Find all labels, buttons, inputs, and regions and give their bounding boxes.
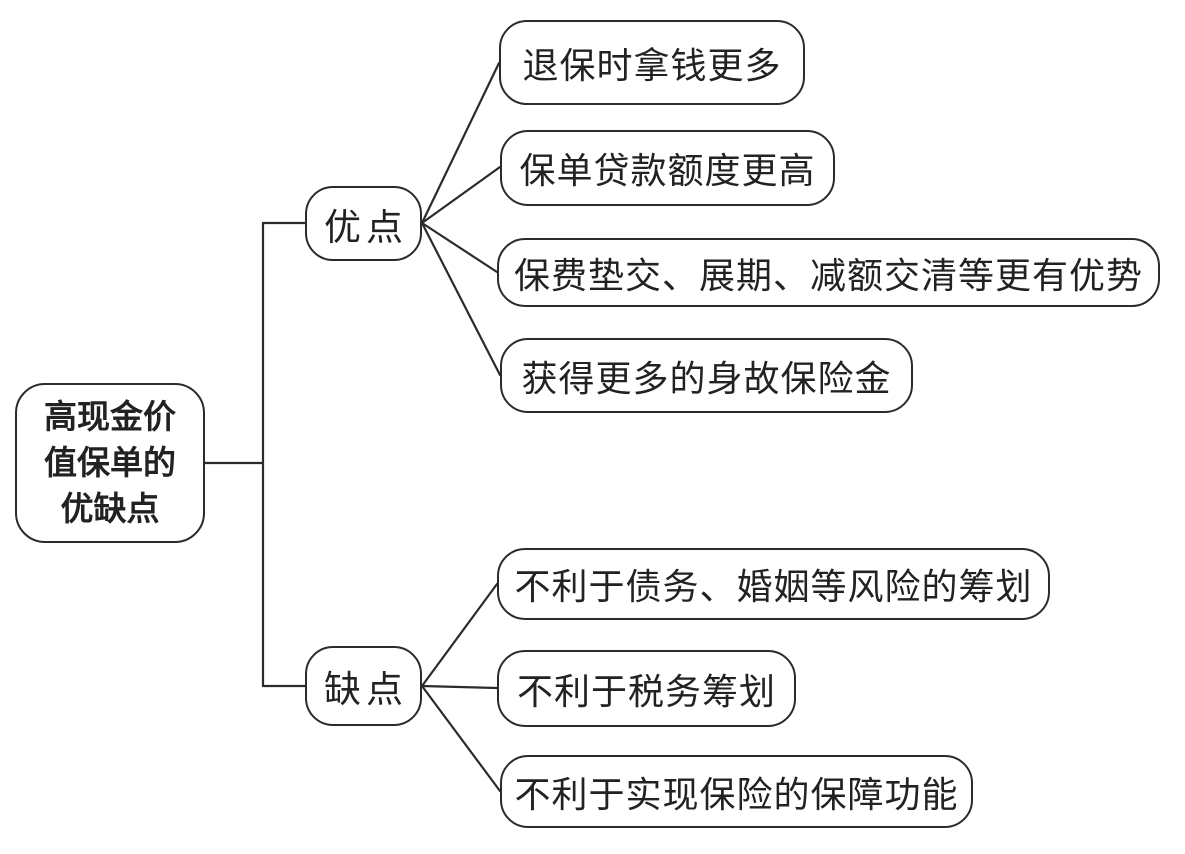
- advantages-label: 优点: [324, 206, 408, 248]
- advantage-3-label: 保费垫交、展期、减额交清等更有优势: [513, 254, 1143, 296]
- connector-advantage-2: [420, 165, 502, 225]
- node-advantage-1: 退保时拿钱更多: [499, 20, 805, 105]
- connector-advantage-3: [420, 221, 499, 274]
- node-advantage-2: 保单贷款额度更高: [500, 130, 835, 206]
- root-label-line-2: 值保单的: [44, 443, 176, 481]
- advantage-2-label: 保单贷款额度更高: [519, 150, 816, 191]
- disadvantages-label: 缺点: [324, 669, 408, 710]
- advantage-1-label: 退保时拿钱更多: [522, 44, 782, 86]
- connector-advantage-4: [420, 221, 502, 377]
- connector-disadvantage-1: [420, 582, 499, 688]
- node-disadvantage-3: 不利于实现保险的保障功能: [500, 755, 973, 828]
- node-advantage-4: 获得更多的身故保险金: [500, 338, 913, 413]
- disadvantage-1-label: 不利于债务、婚姻等风险的筹划: [514, 566, 1033, 607]
- advantage-4-label: 获得更多的身故保险金: [521, 357, 892, 399]
- connector-disadvantage-3: [420, 684, 502, 793]
- node-disadvantage-2: 不利于税务筹划: [497, 650, 796, 727]
- node-advantages: 优点: [305, 186, 422, 261]
- connector-advantage-1: [420, 61, 501, 225]
- root-label-line-3: 优缺点: [60, 490, 160, 528]
- node-disadvantage-1: 不利于债务、婚姻等风险的筹划: [497, 548, 1050, 620]
- disadvantage-3-label: 不利于实现保险的保障功能: [514, 773, 959, 815]
- root-label-line-1: 高现金价: [44, 397, 176, 435]
- node-advantage-3: 保费垫交、展期、减额交清等更有优势: [497, 238, 1160, 307]
- node-root: 高现金价 值保单的 优缺点: [15, 383, 205, 543]
- node-disadvantages: 缺点: [305, 646, 422, 726]
- connector-disadvantage-2: [420, 684, 499, 690]
- disadvantage-2-label: 不利于税务筹划: [516, 670, 776, 712]
